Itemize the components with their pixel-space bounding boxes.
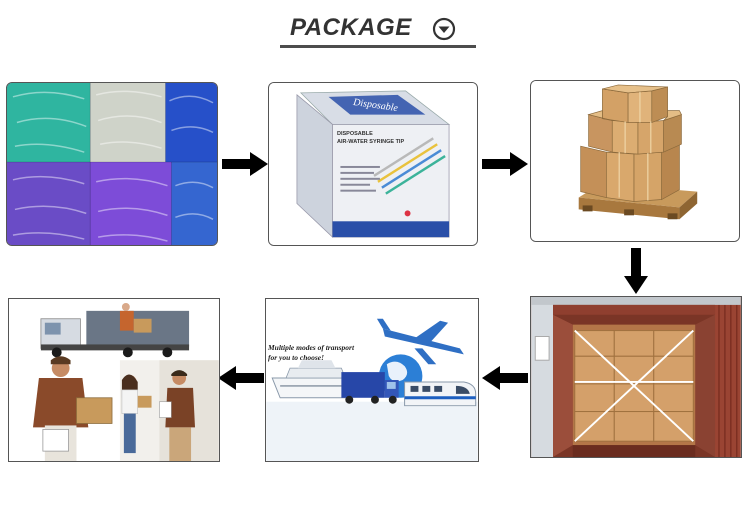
box-label-line1: DISPOSABLE [337,131,373,137]
package-heading: PACKAGE [280,14,476,50]
down-arrow-icon [624,248,648,294]
box-label-line2: AIR-WATER SYRINGE TIP [337,139,405,145]
transport-caption-line1: Multiple modes of transport [268,343,355,352]
right-arrow-icon [222,152,268,176]
right-arrow-icon [482,152,528,176]
page-title: PACKAGE [290,14,412,41]
syringe-tips-bags-photo [6,82,218,246]
transport-caption: Multiple modes of transport for you to c… [268,343,354,363]
loaded-container-photo [530,296,742,458]
cartons-on-pallet-photo [530,80,740,242]
left-arrow-icon [218,366,264,390]
product-box-photo: Disposable DISPOSABLE AIR-WATER SYRINGE … [268,82,478,246]
chevron-down-circle-icon [432,17,456,41]
transport-caption-line2: for you to choose! [268,353,325,362]
title-underline [280,45,476,48]
left-arrow-icon [482,366,528,390]
delivery-photo [8,298,220,462]
transport-modes-photo: Multiple modes of transport for you to c… [265,298,479,462]
